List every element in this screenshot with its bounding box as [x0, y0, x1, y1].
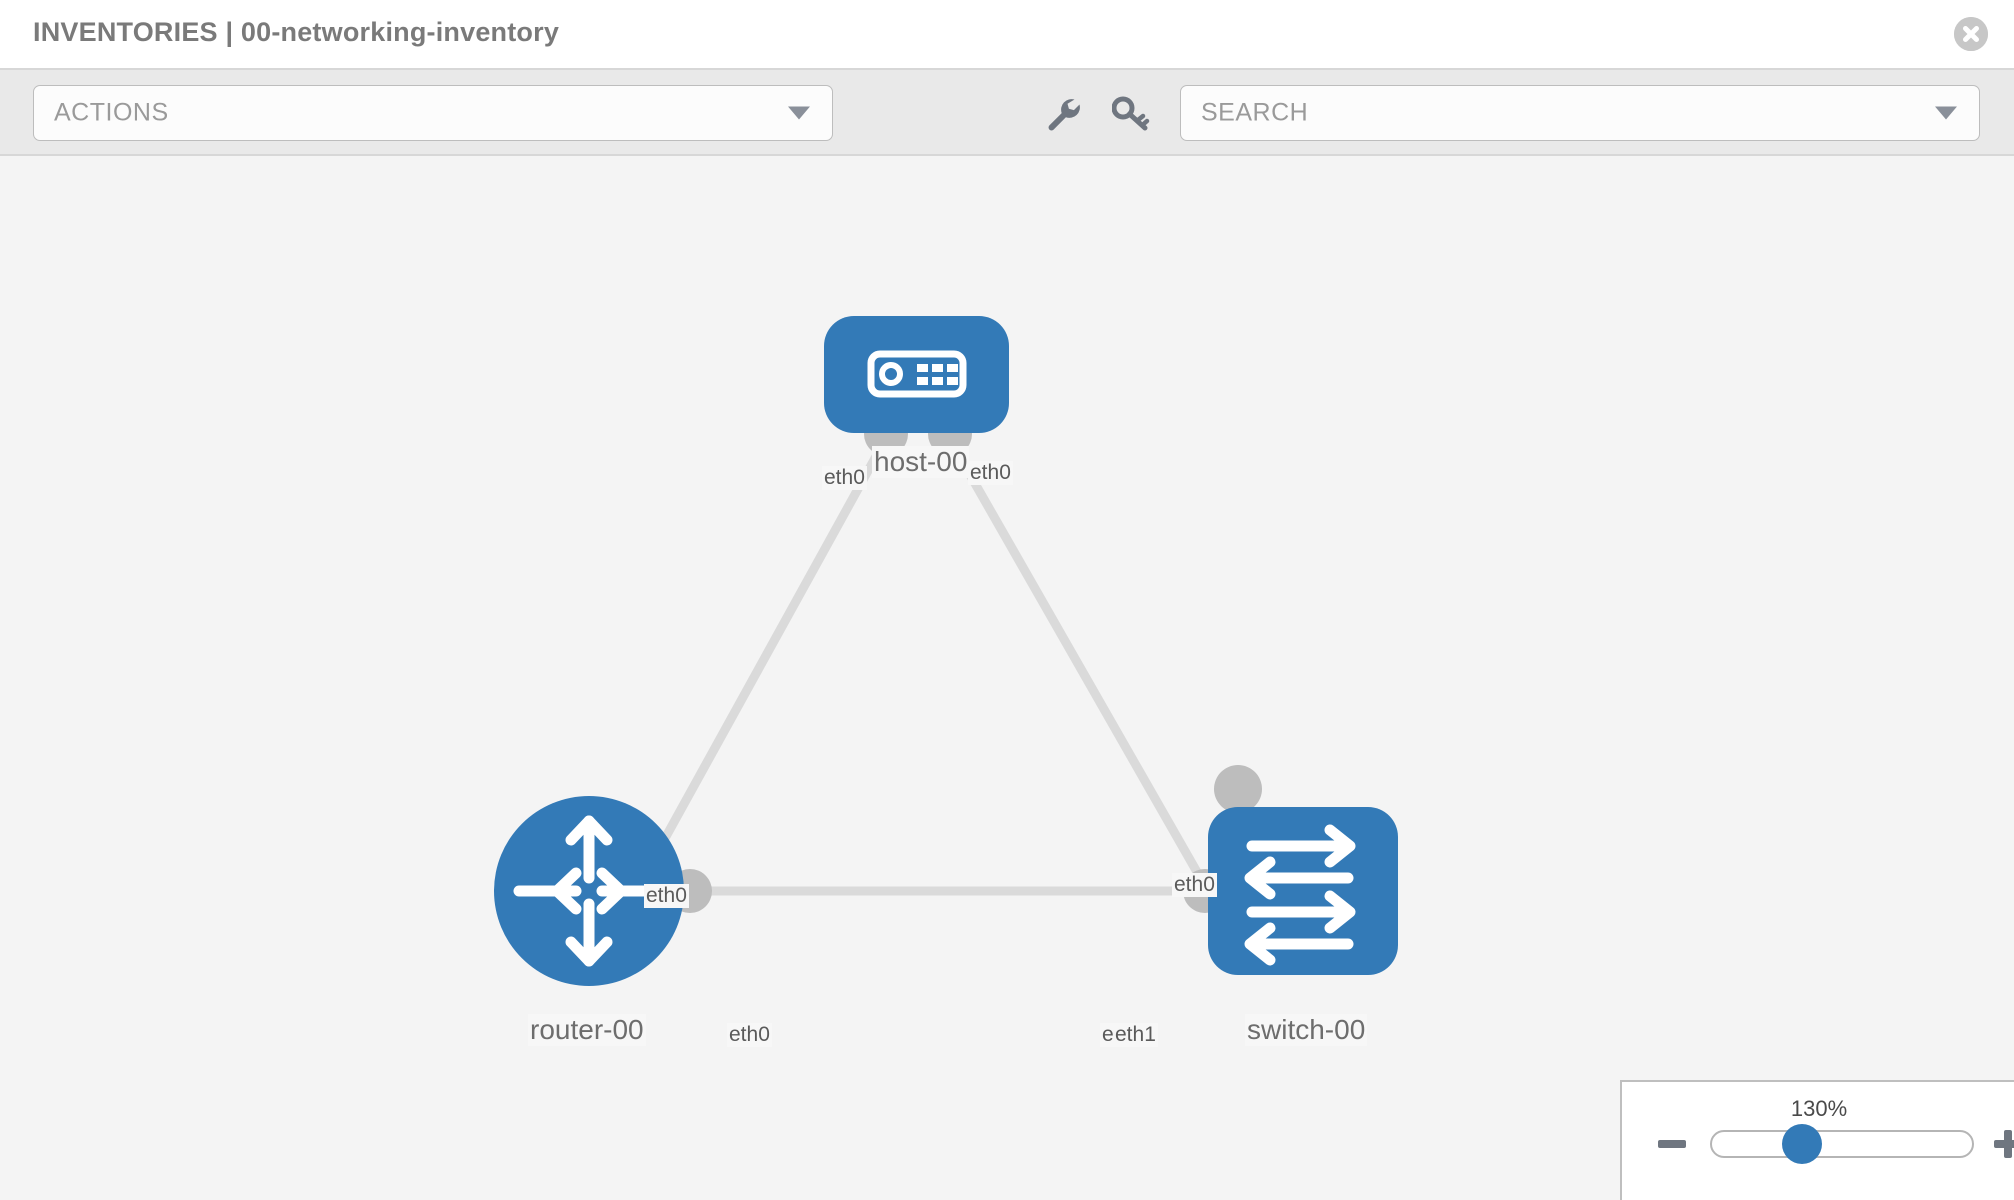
toolbar: ACTIONS SEARCH [0, 70, 2014, 156]
wrench-glyph [1048, 99, 1080, 131]
search-input[interactable]: SEARCH [1180, 85, 1980, 141]
chevron-down-icon [788, 106, 810, 120]
key-glyph [1111, 96, 1150, 131]
node-label-router-00: router-00 [528, 1014, 646, 1046]
key-icon[interactable] [1111, 96, 1152, 132]
node-switch-00 [1208, 807, 1398, 975]
edge-label-router00-host00: eth0 [644, 884, 689, 908]
page-title: INVENTORIES | 00-networking-inventory [33, 17, 560, 47]
zoom-level-label: 130% [1790, 1096, 1848, 1121]
zoom-control-panel: 130% [1620, 1080, 2014, 1200]
router-arrows-icon [513, 815, 665, 967]
switch-arrows-icon [1244, 824, 1356, 966]
link-host00-switch00 [941, 428, 1249, 959]
edge-label-host00-switch00: eth0 [968, 461, 1013, 485]
page-header: INVENTORIES | 00-networking-inventory [0, 0, 2014, 70]
wrench-icon[interactable] [1044, 96, 1084, 132]
server-icon [867, 350, 967, 398]
edge-label-host00-router00: eth0 [822, 466, 867, 490]
zoom-slider-thumb[interactable] [1782, 1124, 1822, 1164]
node-label-switch-00: switch-00 [1245, 1014, 1368, 1046]
node-router-00 [494, 796, 684, 986]
actions-dropdown-label: ACTIONS [54, 98, 169, 127]
zoom-out-button[interactable] [1658, 1140, 1686, 1148]
actions-dropdown[interactable]: ACTIONS [33, 85, 833, 141]
edge-label-router00-switch00: eth0 [727, 1023, 772, 1047]
search-placeholder: SEARCH [1201, 98, 1309, 127]
edge-label-switch00-host00: eth0 [1172, 873, 1217, 897]
node-host-00 [824, 316, 1009, 433]
close-icon[interactable] [1954, 17, 1988, 51]
edge-label-switch00-router00: eth1 [1113, 1023, 1158, 1047]
topology-canvas[interactable]: host-00 router-00 switch-00 eth0 eth0 et… [0, 156, 2014, 1200]
chevron-down-icon [1935, 106, 1957, 120]
zoom-in-button[interactable] [1994, 1130, 2014, 1158]
topology-graph [494, 316, 1398, 986]
node-label-host-00: host-00 [872, 446, 970, 478]
zoom-slider[interactable] [1710, 1130, 1974, 1158]
close-circle-icon [1954, 17, 1988, 51]
connector-switch00-top [1214, 765, 1262, 813]
